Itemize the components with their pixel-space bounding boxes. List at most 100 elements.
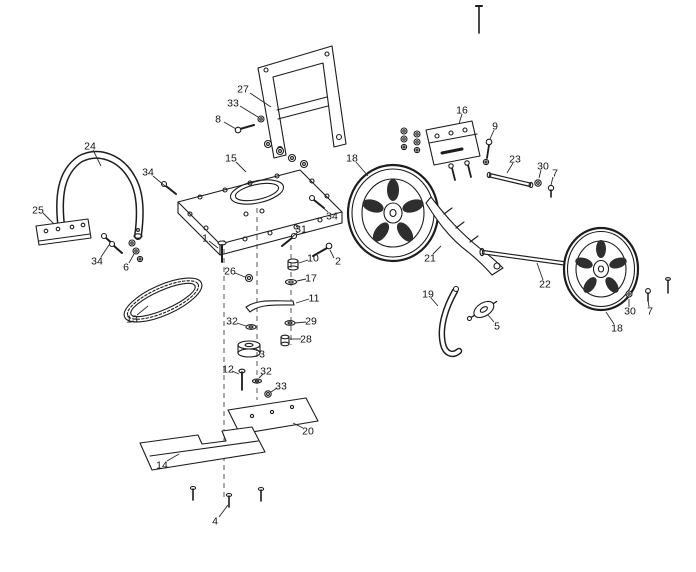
deck-screws-icon <box>189 485 265 508</box>
part-number-label: 30 <box>537 161 549 173</box>
leader-line <box>223 121 237 130</box>
washer-30a-icon <box>534 179 542 187</box>
leader-line <box>329 249 335 259</box>
washer-32b-icon <box>251 378 263 384</box>
part-number-label: 18 <box>346 153 358 165</box>
blade-tine-icon <box>245 300 295 313</box>
leader-line <box>536 262 544 281</box>
part-number-label: 31 <box>295 224 307 236</box>
spacer-10-icon <box>287 258 299 271</box>
leader-line <box>506 162 514 174</box>
leader-line <box>92 149 102 167</box>
depth-roller-icon <box>466 300 498 322</box>
deck-bolt-left-icon <box>160 180 177 195</box>
handle-mount-plate-icon <box>35 218 92 246</box>
part-number-label: 19 <box>422 289 434 301</box>
part-number-label: 1 <box>202 233 208 245</box>
leader-line <box>152 175 166 187</box>
part-number-label: 23 <box>509 154 521 166</box>
loose-pin-icon <box>475 5 483 34</box>
part-number-label: 28 <box>300 334 312 346</box>
washer-32a-icon <box>245 324 257 330</box>
leader-line <box>234 272 246 278</box>
leader-line <box>605 311 615 325</box>
leader-line <box>218 504 229 518</box>
bracket-washer-stacks-icon <box>400 127 421 154</box>
part-number-label: 17 <box>305 273 317 285</box>
assembly-centerlines <box>223 208 292 497</box>
skid-plate-icon <box>139 426 266 471</box>
part-number-label: 33 <box>275 381 287 393</box>
height-lever-icon <box>425 196 504 276</box>
leader-line <box>236 322 247 327</box>
shaft-bolt-icon <box>217 240 227 263</box>
part-number-label: 11 <box>309 293 320 305</box>
leader-line <box>290 231 299 239</box>
upper-handle-panel-icon <box>257 45 347 159</box>
part-number-label: 24 <box>84 141 96 153</box>
leader-line <box>235 161 247 173</box>
wheel-right-icon <box>562 226 640 312</box>
axle-pin-icon <box>486 171 534 189</box>
part-number-label: 12 <box>222 364 234 376</box>
handle-bolt-icon <box>234 115 265 134</box>
part-number-label: 10 <box>307 253 319 265</box>
washer-30b-icon <box>625 290 633 298</box>
leader-line <box>249 92 272 108</box>
leader-line <box>258 373 264 379</box>
leader-line <box>458 113 463 125</box>
main-deck-icon <box>177 169 343 256</box>
part-number-label: 18 <box>611 323 623 335</box>
leader-line <box>270 387 278 393</box>
part-number-label: 14 <box>156 460 168 472</box>
leader-line <box>100 244 110 258</box>
leader-line <box>166 453 180 462</box>
part-number-label: 25 <box>32 205 44 217</box>
part-number-label: 26 <box>224 266 236 278</box>
cover-plate-icon <box>227 397 319 435</box>
part-number-label: 16 <box>456 105 468 117</box>
leader-line <box>355 161 369 177</box>
leader-line <box>550 176 554 186</box>
leader-line <box>487 314 495 323</box>
leader-line <box>292 422 304 429</box>
part-number-label: 2 <box>335 256 341 268</box>
leader-line <box>231 370 240 375</box>
part-number-label: 33 <box>227 98 239 110</box>
bolt-2-icon <box>312 242 333 257</box>
part-number-label: 34 <box>142 167 154 179</box>
part-number-label: 20 <box>302 426 314 438</box>
leader-line <box>208 240 219 249</box>
leader-line <box>255 348 260 352</box>
part-number-label: 34 <box>326 211 338 223</box>
part-number-label: 13 <box>126 314 138 326</box>
leader-line <box>296 278 307 282</box>
washer-29-icon <box>284 320 296 326</box>
leader-line <box>430 297 439 307</box>
nut-33b-icon <box>264 390 272 398</box>
part-number-label: 30 <box>624 306 636 318</box>
leader-line <box>294 321 307 324</box>
part-number-label: 34 <box>91 256 103 268</box>
part-number-label: 27 <box>237 84 249 96</box>
leader-line <box>647 299 650 308</box>
part-number-label: 32 <box>226 316 238 328</box>
leader-line <box>319 204 329 213</box>
bolt-7a-icon <box>547 184 555 198</box>
part-number-label: 21 <box>424 253 436 265</box>
leader-line <box>489 129 495 140</box>
pulley-icon <box>237 340 261 358</box>
part-number-label: 7 <box>552 168 558 180</box>
leader-line <box>298 259 309 264</box>
leader-line <box>128 253 135 264</box>
part-number-label: 6 <box>123 262 129 274</box>
leader-line <box>42 212 55 225</box>
leader-line <box>239 105 259 118</box>
part-number-label: 3 <box>259 349 265 361</box>
part-number-label: 32 <box>260 366 272 378</box>
kick-stand-icon <box>438 285 463 358</box>
spacer-28-icon <box>280 334 290 347</box>
